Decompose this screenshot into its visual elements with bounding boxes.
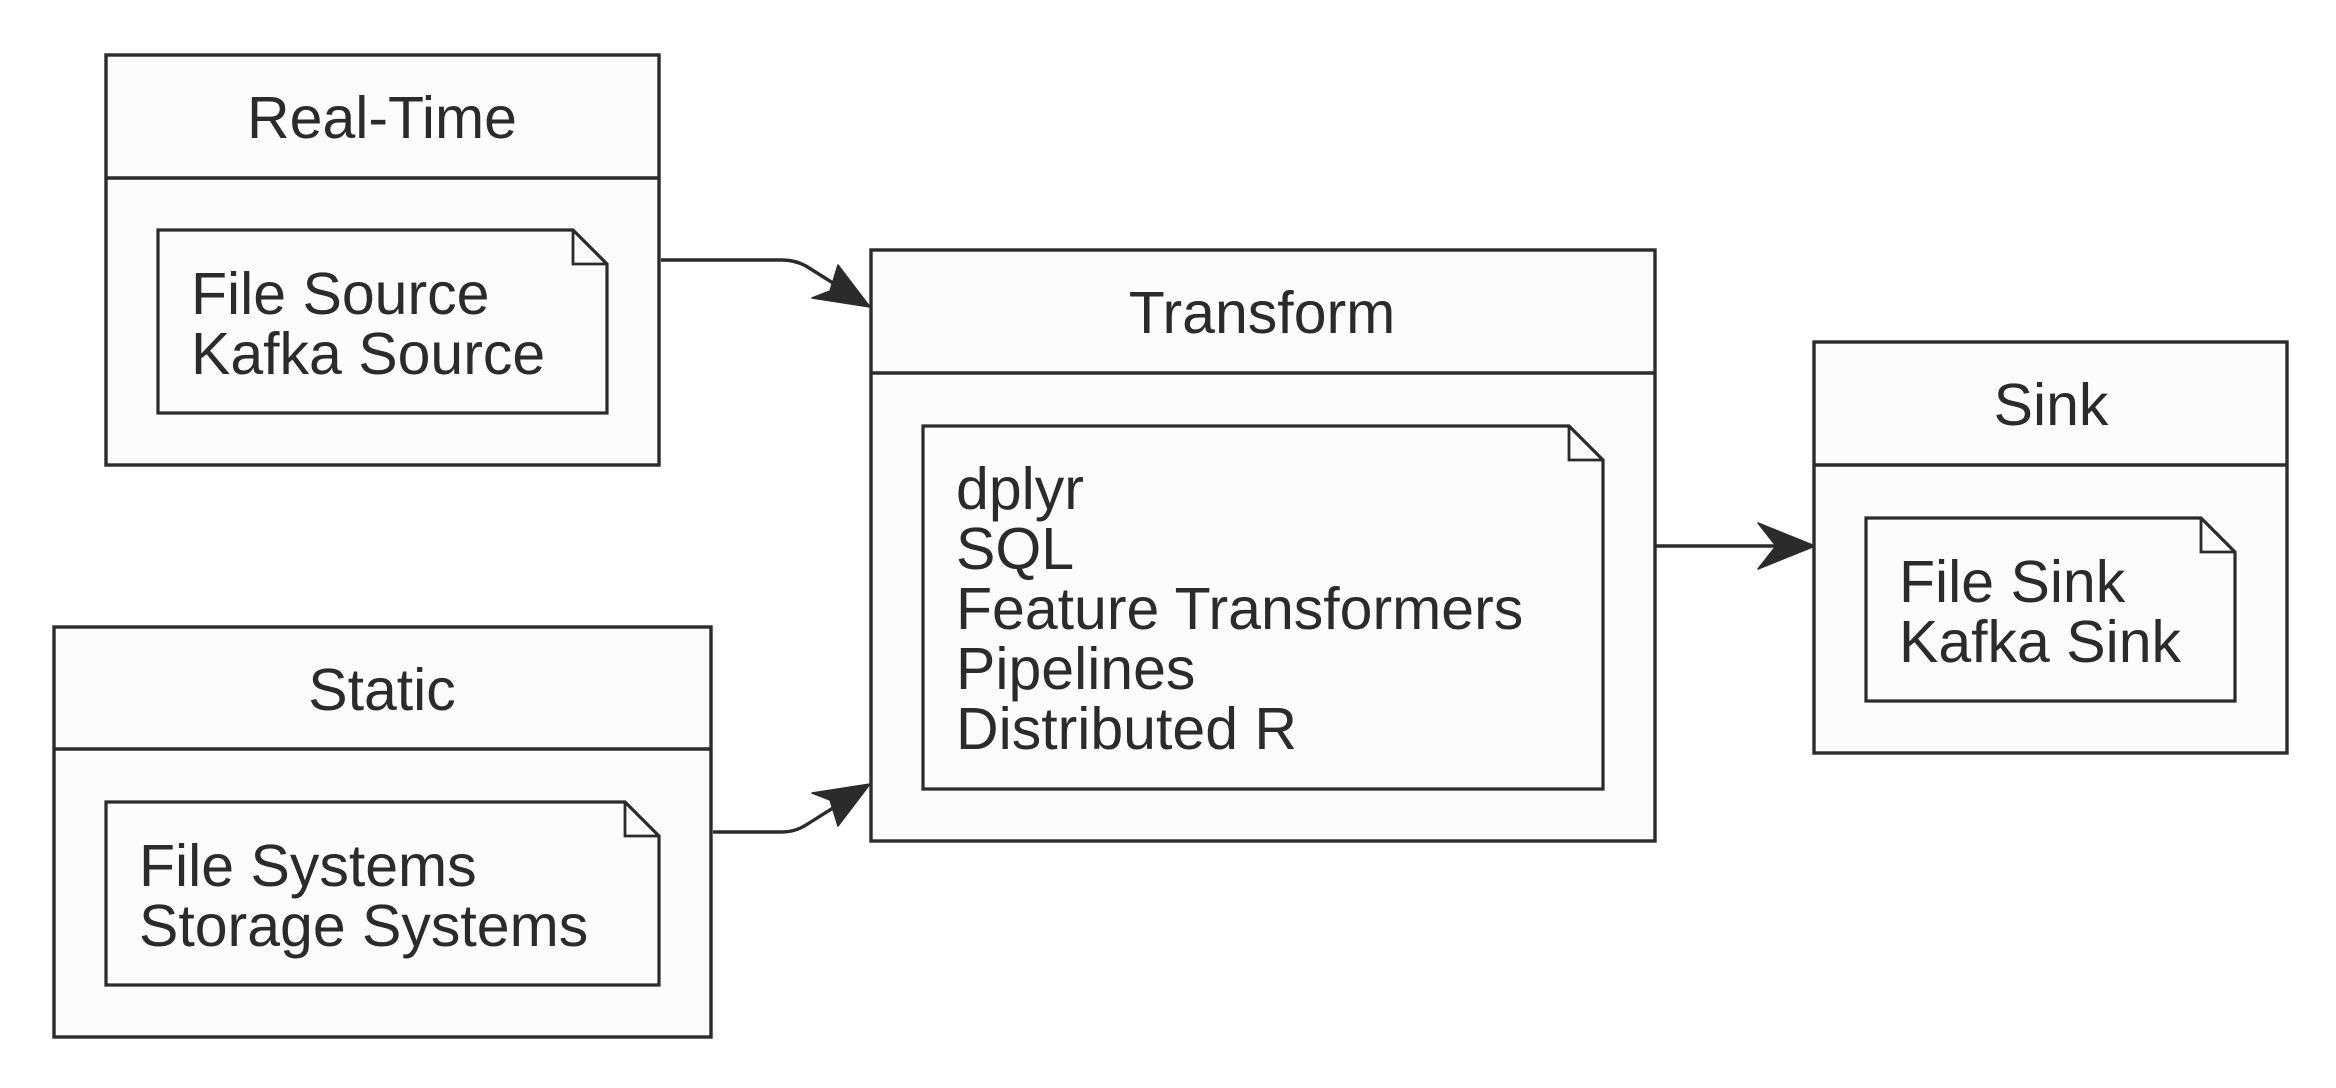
- node-static: Static File Systems Storage Systems: [52, 625, 713, 1039]
- node-title: Real-Time: [247, 85, 517, 151]
- note-item: Distributed R: [956, 696, 1297, 762]
- note-item: Kafka Sink: [1899, 609, 2182, 675]
- arrowhead-icon: [1757, 522, 1816, 570]
- note-item: Kafka Source: [191, 321, 545, 387]
- note-item: dplyr: [956, 456, 1084, 522]
- note-item: SQL: [956, 516, 1074, 582]
- note-item: Feature Transformers: [956, 576, 1523, 642]
- note-item: Storage Systems: [139, 893, 588, 959]
- note-card: dplyr SQL Feature Transformers Pipelines…: [921, 424, 1605, 791]
- note-item: Pipelines: [956, 636, 1195, 702]
- note-card: File Sink Kafka Sink: [1864, 516, 2237, 703]
- note-item: File Systems: [139, 833, 477, 899]
- note-item: File Sink: [1899, 549, 2126, 615]
- arrowhead-icon: [811, 783, 871, 827]
- note-card: File Systems Storage Systems: [104, 800, 661, 987]
- note-card: File Source Kafka Source: [156, 228, 609, 415]
- node-title: Static: [308, 657, 456, 723]
- edge-transform-to-sink: [1655, 522, 1816, 570]
- edge-realtime-to-transform: [661, 258, 871, 308]
- arrowhead-icon: [811, 264, 871, 308]
- node-title: Sink: [1994, 372, 2109, 438]
- node-title: Transform: [1129, 280, 1396, 346]
- edge-static-to-transform: [713, 783, 871, 834]
- node-transform: Transform dplyr SQL Feature Transformers…: [869, 248, 1657, 843]
- node-sink: Sink File Sink Kafka Sink: [1812, 340, 2289, 755]
- note-item: File Source: [191, 261, 489, 327]
- node-real-time: Real-Time File Source Kafka Source: [104, 53, 661, 467]
